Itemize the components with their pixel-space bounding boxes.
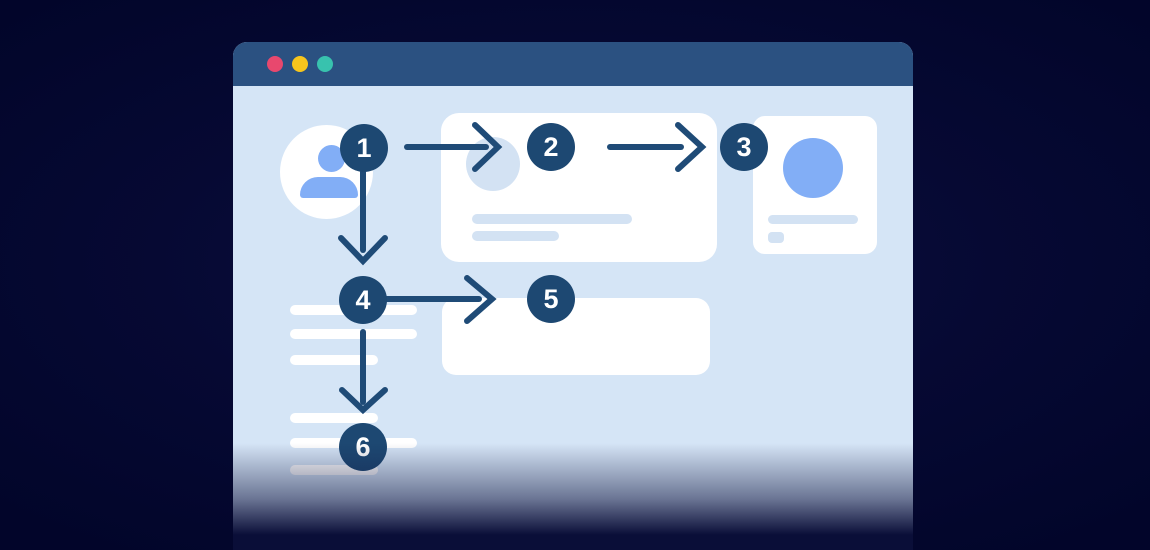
- step-badge-3: 3: [720, 123, 768, 171]
- arrow-1-to-4-icon: [338, 169, 388, 266]
- step-badge-1: 1: [340, 124, 388, 172]
- arrow-4-to-6-icon: [339, 329, 388, 415]
- browser-window: 1 2 3 4 5 6: [233, 42, 913, 550]
- browser-content: 1 2 3 4 5 6: [233, 86, 913, 550]
- step-badge-4: 4: [339, 276, 387, 324]
- arrow-1-to-2-icon: [404, 122, 503, 172]
- minimize-dot-icon: [292, 56, 308, 72]
- step-badge-2: 2: [527, 123, 575, 171]
- browser-titlebar: [233, 42, 913, 86]
- close-dot-icon: [267, 56, 283, 72]
- arrow-4-to-5-icon: [383, 275, 497, 324]
- arrow-2-to-3-icon: [607, 122, 707, 172]
- step-badge-6: 6: [339, 423, 387, 471]
- fullscreen-dot-icon: [317, 56, 333, 72]
- step-badge-5: 5: [527, 275, 575, 323]
